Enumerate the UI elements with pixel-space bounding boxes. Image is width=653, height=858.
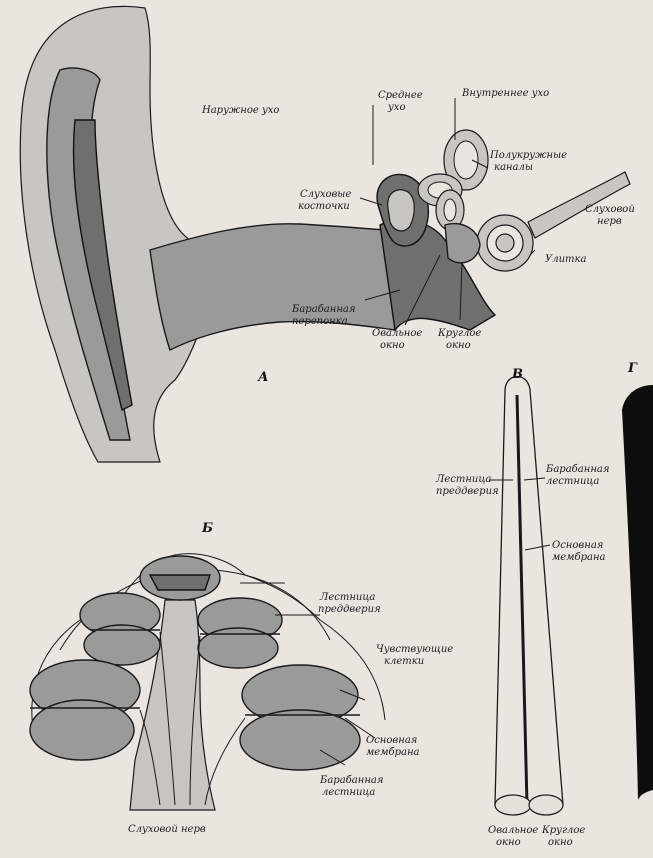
label-basilar-membrane-v-line1: Основная bbox=[552, 540, 603, 551]
label-eardrum-line2: перепонка bbox=[292, 316, 348, 327]
label-basilar-membrane-b-line1: Основная bbox=[366, 735, 417, 746]
label-cochlea: Улитка bbox=[545, 254, 586, 265]
label-outer-ear: Наружное ухо bbox=[201, 105, 279, 116]
label-oval-window-a-line2: окно bbox=[380, 340, 405, 351]
label-oval-window-v-line2: окно bbox=[496, 837, 521, 848]
label-scala-tympani-b-line1: Барабанная bbox=[319, 775, 384, 786]
label-scala-tympani-v-line1: Барабанная bbox=[545, 464, 610, 475]
label-ossicles-line2: косточки bbox=[298, 201, 350, 212]
label-auditory-nerve-a-line1: Слуховой bbox=[585, 204, 635, 215]
panel-g-drawing bbox=[622, 385, 653, 800]
label-auditory-nerve-a-line2: нерв bbox=[597, 216, 622, 227]
label-ossicles-line1: Слуховые bbox=[300, 189, 351, 200]
label-oval-window-a-line1: Овальное bbox=[372, 328, 422, 339]
panel-a-letter: А bbox=[257, 370, 269, 385]
label-auditory-nerve-b: Слуховой нерв bbox=[128, 824, 206, 835]
label-scala-tympani-v-line2: лестница bbox=[546, 476, 599, 487]
label-semicircular-canals-line2: каналы bbox=[494, 162, 533, 173]
label-round-window-a-line2: окно bbox=[446, 340, 471, 351]
panel-a-outer-ear-drawing bbox=[20, 6, 630, 462]
label-eardrum-line1: Барабанная bbox=[291, 304, 356, 315]
label-basilar-membrane-b-line2: мембрана bbox=[366, 747, 420, 758]
panel-b-letter: Б bbox=[201, 521, 213, 536]
label-scala-vestibuli-v-line1: Лестница bbox=[435, 474, 491, 485]
panel-v-unrolled-cochlea-drawing bbox=[490, 377, 563, 816]
label-semicircular-canals-line1: Полукружные bbox=[489, 150, 567, 161]
label-scala-vestibuli-b-line1: Лестница bbox=[319, 592, 375, 603]
label-round-window-a-line1: Круглое bbox=[437, 328, 481, 339]
label-oval-window-v-line1: Овальное bbox=[488, 825, 538, 836]
label-scala-vestibuli-v-line2: преддверия bbox=[436, 486, 499, 497]
label-scala-tympani-b-line2: лестница bbox=[322, 787, 375, 798]
label-scala-vestibuli-b-line2: преддверия bbox=[318, 604, 381, 615]
label-middle-ear-line2: ухо bbox=[387, 102, 405, 113]
panel-v-letter: В bbox=[511, 367, 523, 382]
panel-g-letter: Г bbox=[627, 361, 638, 376]
label-hair-cells-line2: клетки bbox=[384, 656, 424, 667]
label-round-window-v-line1: Круглое bbox=[541, 825, 585, 836]
label-basilar-membrane-v-line2: мембрана bbox=[552, 552, 606, 563]
label-round-window-v-line2: окно bbox=[548, 837, 573, 848]
label-middle-ear-line1: Среднее bbox=[378, 90, 423, 101]
label-hair-cells-line1: Чувствующие bbox=[376, 644, 453, 655]
label-inner-ear: Внутреннее ухо bbox=[461, 88, 549, 99]
